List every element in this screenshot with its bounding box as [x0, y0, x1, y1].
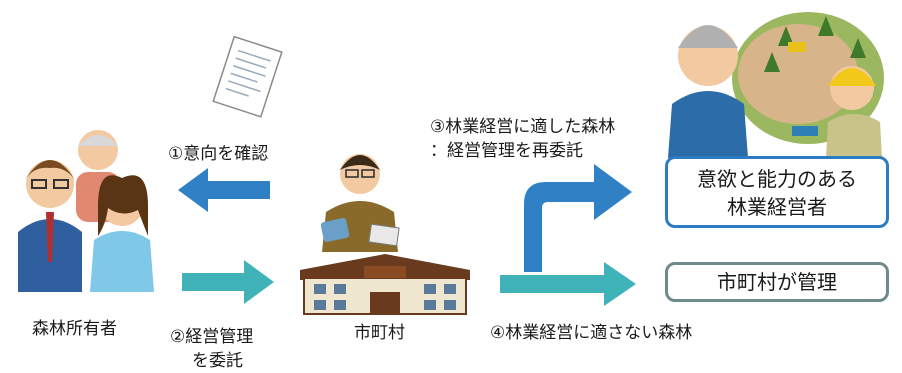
unsuitable-forest-label: ④林業経営に適さない森林 — [490, 323, 693, 343]
municipal-managed-box: 市町村が管理 — [665, 262, 889, 302]
entrust-label-line2: を委託 — [192, 351, 243, 371]
forest-owners-label: 森林所有者 — [32, 319, 117, 339]
municipal-manage-arrow — [500, 262, 636, 306]
municipality-illustration — [300, 154, 470, 315]
suitable-forest-label-line1: ③林業経営に適した森林 — [430, 117, 616, 137]
confirm-label: ①意向を確認 — [168, 144, 269, 164]
confirm-arrow — [178, 168, 270, 212]
entrust-arrow — [182, 260, 274, 304]
municipality-label: 市町村 — [354, 323, 405, 343]
forestry-operators-box-line1: 意欲と能力のある — [697, 167, 857, 191]
entrust-label-line1: ②経営管理 — [170, 327, 254, 347]
forest-owners-illustration — [18, 130, 154, 292]
forestry-operators-illustration — [668, 12, 884, 158]
forestry-operators-box-line2: 林業経営者 — [727, 195, 827, 219]
reentrust-arrow — [524, 164, 632, 272]
suitable-forest-label-line2: ：経営管理を再委託 — [430, 141, 583, 161]
forestry-operators-box: 意欲と能力のある 林業経営者 — [665, 156, 889, 228]
municipal-managed-box-text: 市町村が管理 — [717, 270, 837, 294]
document-icon — [212, 35, 283, 118]
